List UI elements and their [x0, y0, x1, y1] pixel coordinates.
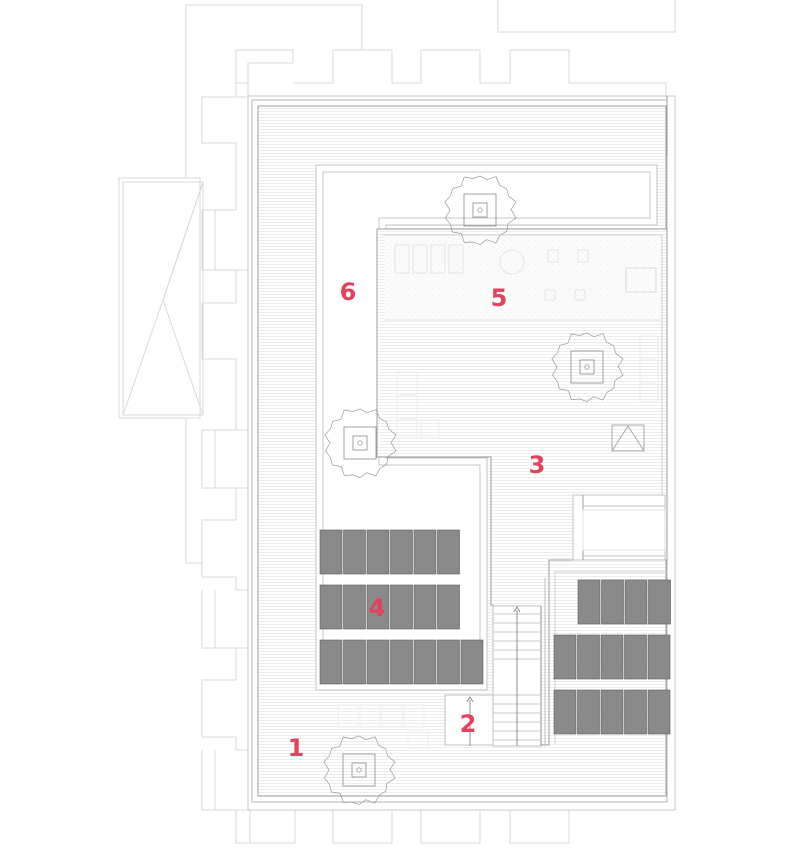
zone-label-4: 4: [368, 594, 386, 622]
solar-row: [553, 689, 671, 735]
solar-panels: [319, 529, 671, 735]
zone-label-2: 2: [459, 710, 477, 738]
solar-panel: [437, 584, 460, 630]
stairs: [444, 605, 542, 747]
solar-panel: [319, 529, 343, 575]
solar-panel: [647, 689, 671, 735]
solar-panel: [366, 584, 390, 630]
solar-row: [553, 634, 671, 680]
solar-panel: [577, 579, 601, 625]
solar-panel: [343, 584, 366, 630]
zone-label-1: 1: [287, 734, 305, 762]
solar-panel: [366, 639, 390, 685]
tree-icon: [444, 175, 517, 245]
solar-row: [577, 579, 671, 625]
solar-panel: [648, 579, 671, 625]
zone-label-3: 3: [528, 451, 546, 479]
solar-panel: [437, 529, 460, 575]
zone-label-6: 6: [339, 278, 357, 306]
solar-panel: [319, 584, 343, 630]
solar-panel: [413, 529, 437, 575]
trees: [323, 175, 624, 805]
solar-panel: [600, 634, 624, 680]
solar-panel: [437, 639, 460, 685]
skylight-icon: [611, 424, 645, 452]
solar-panel: [553, 634, 577, 680]
tree-icon: [324, 408, 397, 478]
solar-row: [319, 529, 460, 575]
context-outline: [118, 0, 676, 844]
solar-panel: [343, 639, 366, 685]
deck-area: [376, 228, 668, 746]
solar-panel: [390, 639, 413, 685]
solar-panel: [577, 689, 600, 735]
solar-panel: [366, 529, 390, 575]
solar-panel: [601, 579, 624, 625]
solar-row: [319, 584, 460, 630]
rooftop-structure: [572, 494, 666, 561]
solar-panel: [343, 529, 366, 575]
solar-panel: [553, 689, 577, 735]
solar-panel: [413, 639, 437, 685]
solar-panel: [413, 584, 437, 630]
tree-icon: [323, 735, 396, 805]
solar-panel: [647, 634, 671, 680]
zone-label-5: 5: [490, 284, 508, 312]
solar-panel: [624, 634, 647, 680]
solar-panel: [624, 689, 647, 735]
solar-row: [319, 639, 484, 685]
tree-icon: [551, 332, 624, 402]
solar-panel: [390, 529, 413, 575]
solar-panel: [460, 639, 484, 685]
solar-panel: [577, 634, 600, 680]
solar-panel: [319, 639, 343, 685]
solar-panel: [624, 579, 648, 625]
solar-panel: [600, 689, 624, 735]
solar-panel: [390, 584, 413, 630]
